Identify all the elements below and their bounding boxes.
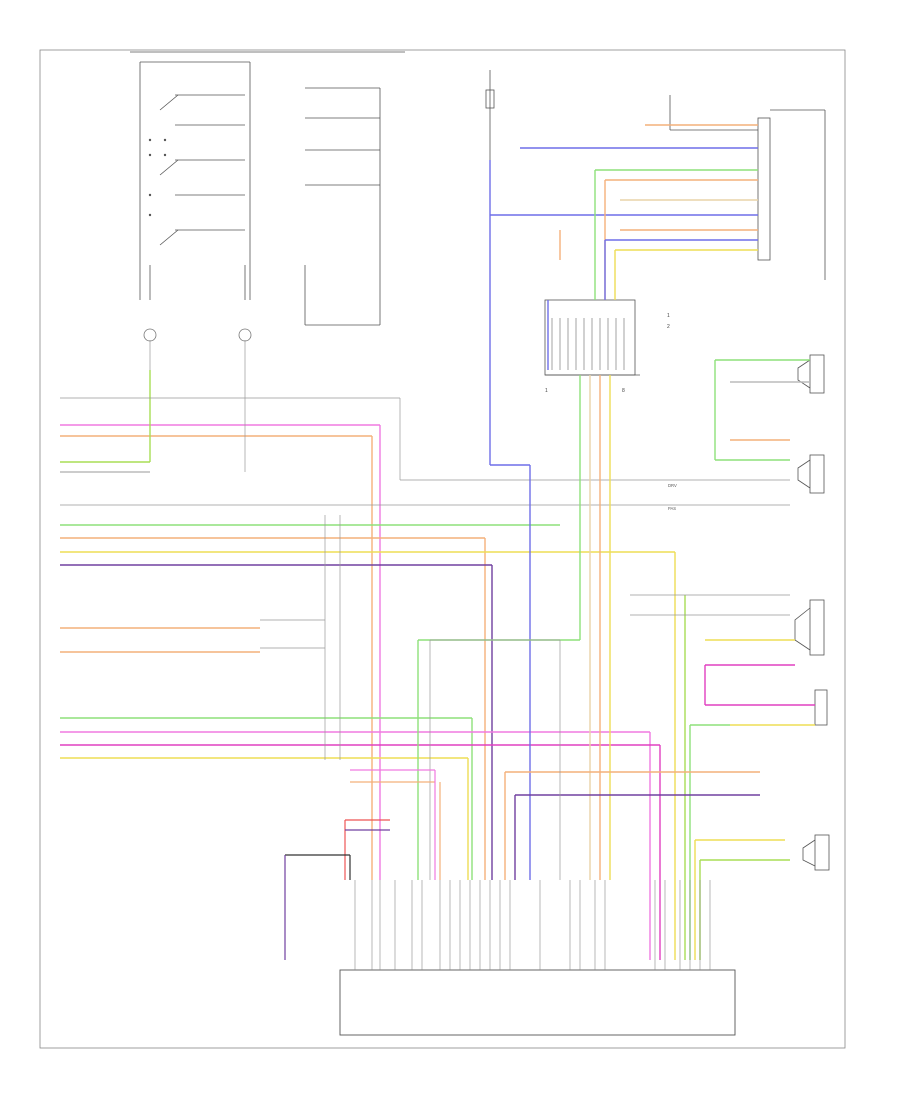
harness-left — [60, 370, 676, 960]
switch-block-center — [304, 87, 381, 326]
central-connector — [544, 299, 640, 376]
lower-left-wires — [284, 769, 441, 960]
wire-tag-a: DRV — [668, 483, 677, 488]
switch-block-left-dots — [148, 138, 167, 217]
bottom-module — [339, 969, 736, 1036]
diagram-frame — [39, 49, 846, 1049]
speaker-right-5 — [802, 834, 830, 871]
harness-right-neutral — [429, 479, 790, 880]
wire-tag-b: PAS — [668, 506, 676, 511]
power-feed — [485, 70, 495, 160]
speaker-right-4 — [814, 689, 828, 726]
ground-symbol-left — [143, 328, 157, 342]
right-cluster-key-1: 1 — [667, 313, 670, 319]
right-module — [669, 95, 826, 280]
harness-left-neutral — [60, 340, 720, 760]
central-connector-pins — [551, 318, 625, 370]
speaker-right-2 — [797, 454, 825, 494]
speaker-right-1 — [797, 354, 825, 394]
harness-vertical — [417, 124, 758, 880]
connector-pin-left: 1 — [545, 388, 548, 394]
bottom-module-pins — [354, 880, 711, 970]
right-cluster-key-2: 2 — [667, 324, 670, 330]
speaker-right-3 — [794, 599, 825, 656]
switch-block-left — [139, 61, 251, 300]
ground-symbol-center — [238, 328, 252, 342]
connector-pin-right: 8 — [622, 388, 625, 394]
